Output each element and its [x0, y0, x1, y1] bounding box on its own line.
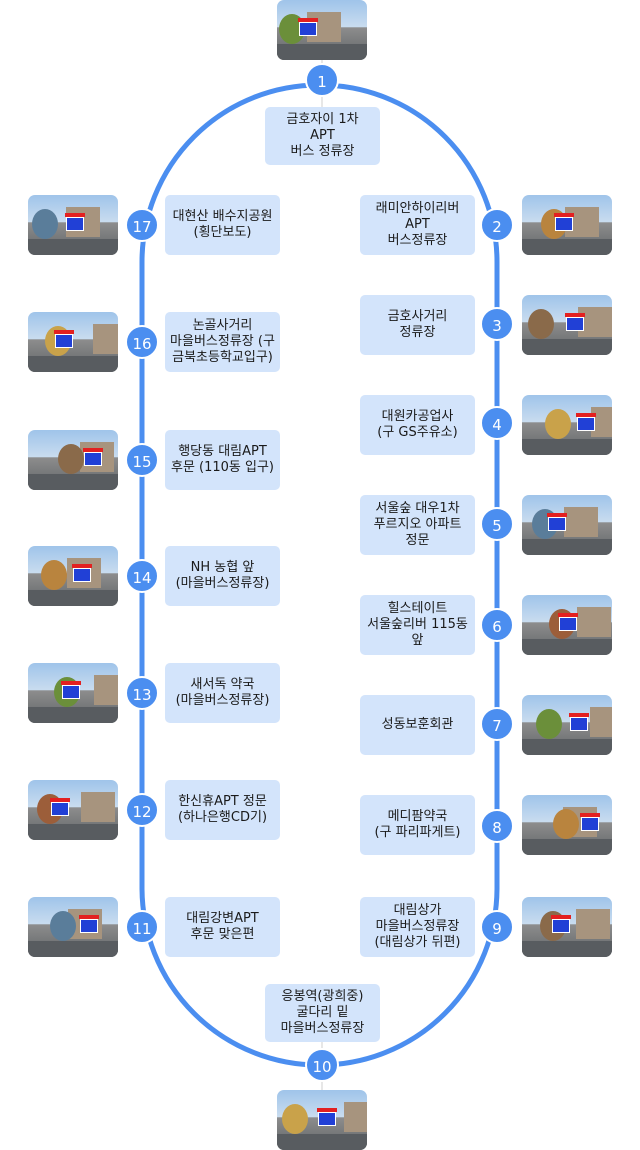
bus-stop-sign-icon — [551, 915, 571, 933]
stop-label-13: 새서독 약국 (마을버스정류장) — [165, 663, 280, 723]
stop-label-1: 금호자이 1차 APT 버스 정류장 — [265, 107, 380, 165]
bus-stop-sign-icon — [83, 448, 103, 466]
stop-number-11: 11 — [125, 910, 159, 944]
bus-stop-sign-icon — [558, 613, 578, 631]
stop-number-14: 14 — [125, 559, 159, 593]
stop-photo-9 — [522, 897, 612, 957]
stop-number-6: 6 — [480, 608, 514, 642]
stop-label-2: 래미안하이리버 APT 버스정류장 — [360, 195, 475, 255]
stop-label-3: 금호사거리 정류장 — [360, 295, 475, 355]
stop-number-7: 7 — [480, 707, 514, 741]
stop-label-12: 한신휴APT 정문 (하나은행CD기) — [165, 780, 280, 840]
bus-stop-sign-icon — [298, 18, 318, 36]
stop-photo-8 — [522, 795, 612, 855]
stop-number-2: 2 — [480, 208, 514, 242]
bus-stop-sign-icon — [565, 313, 585, 331]
stop-label-5: 서울숲 대우1차 푸르지오 아파트 정문 — [360, 495, 475, 555]
stop-label-4: 대원카공업사 (구 GS주유소) — [360, 395, 475, 455]
stop-label-6: 힐스테이트 서울숲리버 115동 앞 — [360, 595, 475, 655]
bus-stop-sign-icon — [547, 513, 567, 531]
bus-stop-sign-icon — [576, 413, 596, 431]
stop-number-10: 10 — [305, 1048, 339, 1082]
stop-photo-12 — [28, 780, 118, 840]
stop-label-15: 행당동 대림APT 후문 (110동 입구) — [165, 430, 280, 490]
bus-stop-sign-icon — [317, 1108, 337, 1126]
stop-photo-15 — [28, 430, 118, 490]
stop-photo-17 — [28, 195, 118, 255]
stop-label-14: NH 농협 앞 (마을버스정류장) — [165, 546, 280, 606]
bus-stop-sign-icon — [79, 915, 99, 933]
bus-stop-sign-icon — [65, 213, 85, 231]
bus-stop-sign-icon — [569, 713, 589, 731]
stop-photo-7 — [522, 695, 612, 755]
stop-photo-10 — [277, 1090, 367, 1150]
stop-label-9: 대림상가 마을버스정류장 (대림상가 뒤편) — [360, 897, 475, 957]
stop-label-16: 논골사거리 마을버스정류장 (구 금북초등학교입구) — [165, 312, 280, 372]
stop-number-8: 8 — [480, 809, 514, 843]
stop-photo-1 — [277, 0, 367, 60]
bus-stop-sign-icon — [580, 813, 600, 831]
stop-number-15: 15 — [125, 443, 159, 477]
stop-number-5: 5 — [480, 507, 514, 541]
stop-number-17: 17 — [125, 208, 159, 242]
stop-number-4: 4 — [480, 406, 514, 440]
stop-label-11: 대림강변APT 후문 맞은편 — [165, 897, 280, 957]
stop-photo-11 — [28, 897, 118, 957]
stop-photo-13 — [28, 663, 118, 723]
bus-stop-sign-icon — [61, 681, 81, 699]
bus-stop-sign-icon — [72, 564, 92, 582]
bus-stop-sign-icon — [554, 213, 574, 231]
stop-photo-3 — [522, 295, 612, 355]
bus-stop-sign-icon — [50, 798, 70, 816]
stop-number-1: 1 — [305, 63, 339, 97]
stop-number-3: 3 — [480, 307, 514, 341]
stop-number-16: 16 — [125, 325, 159, 359]
stop-number-9: 9 — [480, 910, 514, 944]
bus-stop-sign-icon — [54, 330, 74, 348]
stop-photo-6 — [522, 595, 612, 655]
stop-photo-4 — [522, 395, 612, 455]
stop-label-17: 대현산 배수지공원 (횡단보도) — [165, 195, 280, 255]
stop-number-13: 13 — [125, 676, 159, 710]
stop-label-10: 응봉역(광희중) 굴다리 밑 마을버스정류장 — [265, 984, 380, 1042]
stop-photo-16 — [28, 312, 118, 372]
stop-label-8: 메디팜약국 (구 파리파게트) — [360, 795, 475, 855]
stop-photo-2 — [522, 195, 612, 255]
stop-number-12: 12 — [125, 793, 159, 827]
stop-photo-5 — [522, 495, 612, 555]
stop-label-7: 성동보훈회관 — [360, 695, 475, 755]
stop-photo-14 — [28, 546, 118, 606]
